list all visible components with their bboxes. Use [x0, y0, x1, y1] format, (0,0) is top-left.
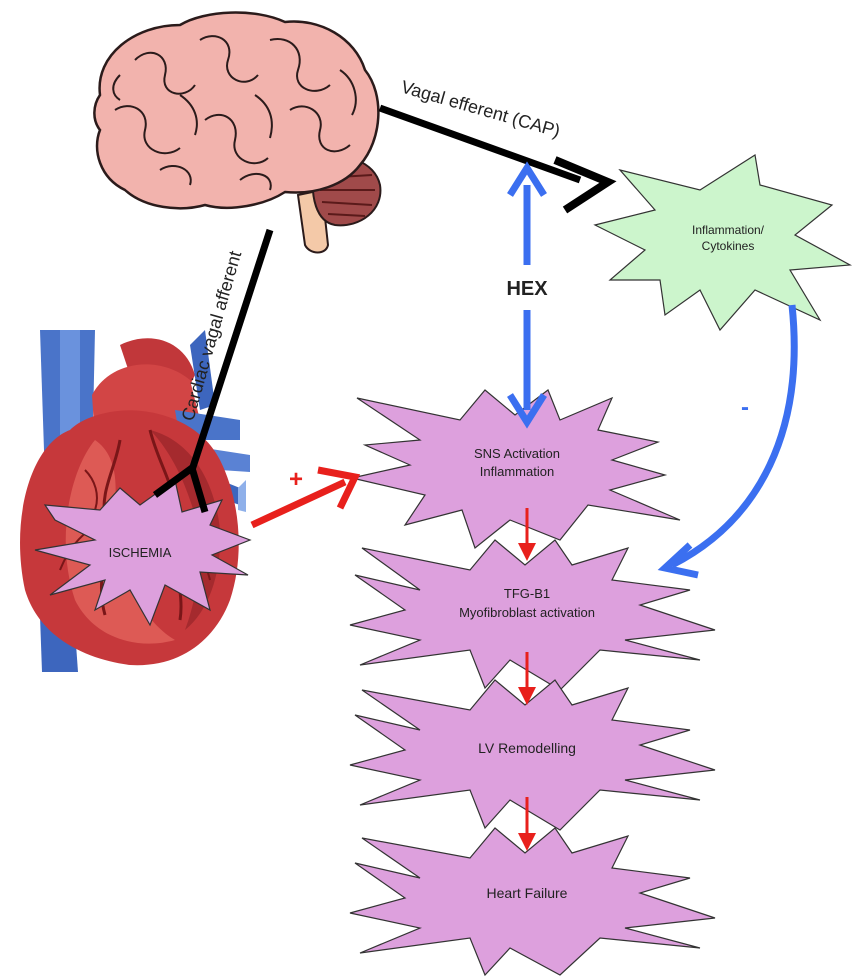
vagal-efferent-arrowhead [555, 160, 608, 210]
inhibition-curve-arrow [672, 305, 794, 565]
minus-sign: - [741, 394, 749, 421]
hex-label: HEX [506, 278, 548, 300]
tfg-label-line1: TFG-B1 [504, 586, 550, 601]
heart-failure-burst [350, 828, 715, 975]
sns-label-line2: Inflammation [480, 464, 554, 479]
sns-label-line1: SNS Activation [474, 446, 560, 461]
lv-remodelling-label: LV Remodelling [478, 740, 576, 756]
inflammation-label-line1: Inflammation/ [692, 223, 765, 237]
brain-icon [94, 13, 380, 253]
vagal-efferent-label: Vagal efferent (CAP) [399, 77, 563, 142]
heart-failure-label: Heart Failure [487, 885, 568, 901]
tfg-label-line2: Myofibroblast activation [459, 605, 595, 620]
plus-sign: + [289, 466, 303, 493]
ischemia-label: ISCHEMIA [109, 545, 172, 560]
inflammation-label-line2: Cytokines [702, 239, 755, 253]
